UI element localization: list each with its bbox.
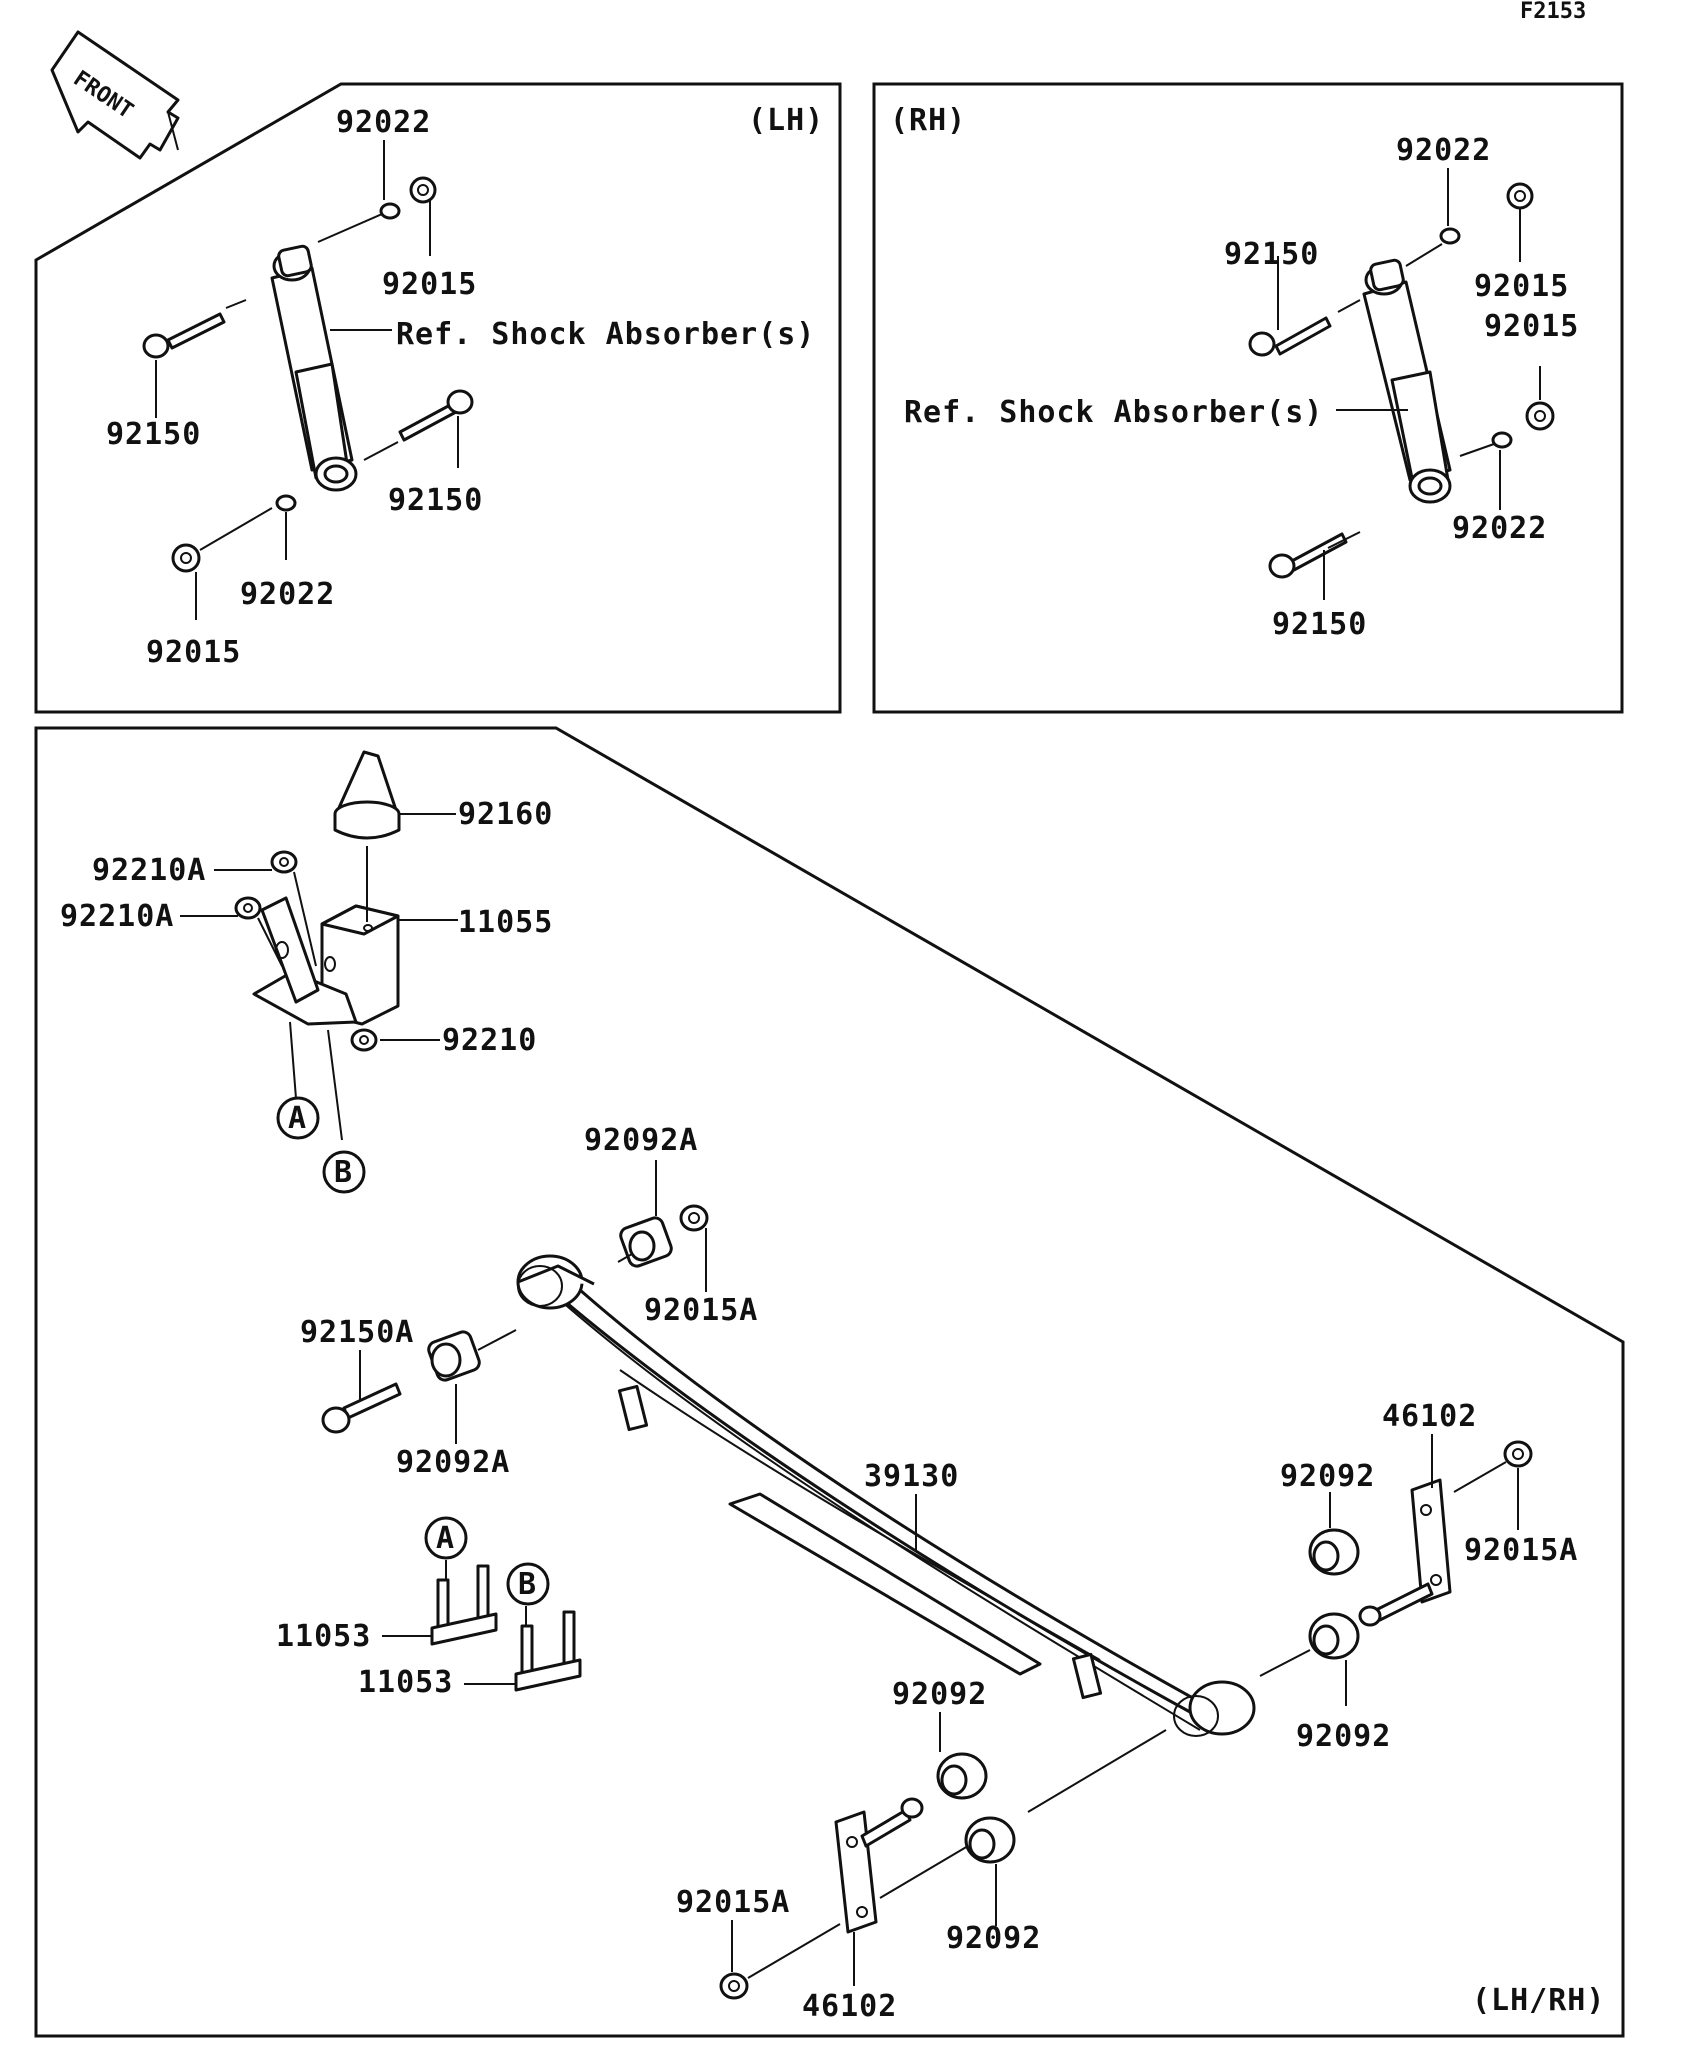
u-bolt-icon xyxy=(514,1610,582,1692)
svg-text:A: A xyxy=(436,1521,455,1556)
part-number-92092: 92092 xyxy=(946,1921,1041,1956)
part-number-92150: 92150 xyxy=(1224,237,1319,272)
front-arrow-icon: FRONT xyxy=(50,30,180,160)
panel-lh-frame xyxy=(34,82,842,714)
part-number-92150: 92150 xyxy=(1272,607,1367,642)
bolt-icon xyxy=(398,389,474,442)
nut-icon xyxy=(409,176,437,204)
bolt-icon xyxy=(142,312,226,359)
nut-icon xyxy=(1506,182,1534,210)
bushing-icon xyxy=(936,1752,988,1800)
bolt-icon xyxy=(1268,532,1348,579)
part-number-92022: 92022 xyxy=(1396,133,1491,168)
part-number-92022: 92022 xyxy=(1452,511,1547,546)
bushing-icon xyxy=(964,1816,1016,1864)
nut-icon xyxy=(719,1972,749,2000)
bolt-icon xyxy=(1358,1582,1434,1627)
part-number-92092: 92092 xyxy=(892,1677,987,1712)
bump-stop xyxy=(333,750,401,840)
part-number-92160: 92160 xyxy=(458,797,553,832)
panel-lh-label: (LH) xyxy=(748,103,824,138)
nut-icon xyxy=(234,896,262,920)
leaf-spring xyxy=(516,1254,1256,1737)
part-number-92150: 92150 xyxy=(106,417,201,452)
figure-code: F2153 xyxy=(1520,0,1586,24)
bracket xyxy=(252,896,400,1026)
part-number-92210: 92210 xyxy=(442,1023,537,1058)
ref-shock-absorber-label: Ref. Shock Absorber(s) xyxy=(396,317,815,352)
part-number-92015: 92015 xyxy=(382,267,477,302)
part-number-92022: 92022 xyxy=(240,577,335,612)
part-number-92150a: 92150A xyxy=(300,1315,414,1350)
part-number-11053: 11053 xyxy=(358,1665,453,1700)
bolt-icon xyxy=(1248,316,1332,357)
panel-rh-frame xyxy=(872,82,1624,714)
panel-lhrh-label: (LH/RH) xyxy=(1472,1983,1605,2018)
svg-text:B: B xyxy=(518,1567,537,1602)
part-number-11055: 11055 xyxy=(458,905,553,940)
bolt-icon xyxy=(860,1797,924,1848)
svg-text:B: B xyxy=(334,1155,353,1190)
svg-text:A: A xyxy=(288,1101,307,1136)
part-number-92150: 92150 xyxy=(388,483,483,518)
bushing-icon xyxy=(619,1216,673,1268)
part-number-46102: 46102 xyxy=(1382,1399,1477,1434)
panel-lhrh-frame xyxy=(34,726,1625,2038)
part-number-92015: 92015 xyxy=(1474,269,1569,304)
u-bolt-icon xyxy=(430,1564,498,1646)
part-number-39130: 39130 xyxy=(864,1459,959,1494)
part-number-92015: 92015 xyxy=(1484,309,1579,344)
part-number-92022: 92022 xyxy=(336,105,431,140)
part-number-92015a: 92015A xyxy=(676,1885,790,1920)
part-number-92015a: 92015A xyxy=(644,1293,758,1328)
washer-icon xyxy=(379,202,401,220)
callout-b: B xyxy=(322,1150,366,1194)
washer-icon xyxy=(1439,227,1461,245)
shock-absorber-lh xyxy=(270,244,358,492)
shackle-icon xyxy=(1410,1478,1452,1604)
bushing-icon xyxy=(1308,1528,1360,1576)
nut-icon xyxy=(1525,401,1555,431)
bushing-icon xyxy=(1308,1612,1360,1660)
part-number-92092: 92092 xyxy=(1296,1719,1391,1754)
callout-b: B xyxy=(506,1562,550,1606)
shock-absorber-rh xyxy=(1362,258,1452,504)
part-number-11053: 11053 xyxy=(276,1619,371,1654)
callout-a: A xyxy=(276,1096,320,1140)
bolt-icon xyxy=(321,1382,402,1434)
part-number-92015: 92015 xyxy=(146,635,241,670)
panel-rh-label: (RH) xyxy=(890,103,966,138)
ref-shock-absorber-label: Ref. Shock Absorber(s) xyxy=(904,395,1323,430)
part-number-92092: 92092 xyxy=(1280,1459,1375,1494)
callout-a: A xyxy=(424,1516,468,1560)
washer-icon xyxy=(275,494,297,512)
part-number-92015a: 92015A xyxy=(1464,1533,1578,1568)
nut-icon xyxy=(679,1204,709,1232)
part-number-92210a: 92210A xyxy=(92,853,206,888)
part-number-92092a: 92092A xyxy=(396,1445,510,1480)
part-number-92092a: 92092A xyxy=(584,1123,698,1158)
nut-icon xyxy=(171,543,201,573)
nut-icon xyxy=(270,850,298,874)
bushing-icon xyxy=(427,1330,481,1382)
part-number-92210a: 92210A xyxy=(60,899,174,934)
nut-icon xyxy=(350,1028,378,1052)
nut-icon xyxy=(1503,1440,1533,1468)
part-number-46102: 46102 xyxy=(802,1989,897,2024)
washer-icon xyxy=(1491,431,1513,449)
